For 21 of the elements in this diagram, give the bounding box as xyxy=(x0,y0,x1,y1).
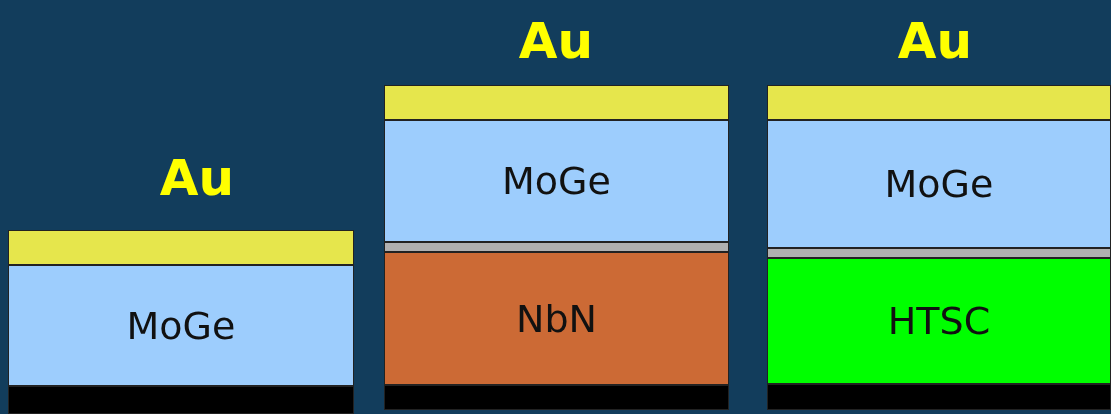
material-layer xyxy=(767,120,1111,248)
layer-label: MoGe xyxy=(126,303,236,348)
layer-material-label: Au xyxy=(159,153,235,203)
layer-bar xyxy=(8,230,354,265)
layer-bar xyxy=(767,85,1111,120)
material-layer xyxy=(384,120,729,242)
layer-bar xyxy=(767,248,1111,258)
layer-label: MoGe xyxy=(884,162,994,206)
material-layer xyxy=(384,252,729,385)
material-layer xyxy=(767,258,1111,384)
layer-bar xyxy=(384,85,729,120)
layer-bar xyxy=(767,384,1111,410)
layer-bar xyxy=(384,385,729,410)
layer-bar xyxy=(384,242,729,252)
layer-bar xyxy=(8,386,354,414)
layer-material-label: Au xyxy=(897,16,973,66)
layer-material-label: Au xyxy=(518,16,594,66)
layer-label: HTSC xyxy=(887,299,991,343)
layer-label: MoGe xyxy=(502,159,611,203)
layer-label: NbN xyxy=(516,296,597,341)
material-layer xyxy=(8,265,354,386)
